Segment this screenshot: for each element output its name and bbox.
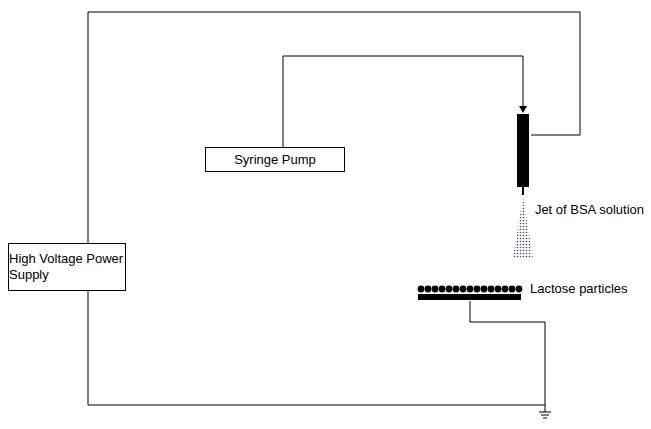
power-supply-box: High Voltage Power Supply [8,243,126,291]
particle [418,286,425,293]
particle [425,286,432,293]
wires [88,12,580,412]
particle [502,286,509,293]
needle [517,114,529,187]
particle [488,286,495,293]
box-text: High Voltage Power Supply [9,251,125,283]
ground-symbol [539,412,551,418]
particle [516,286,523,293]
high-voltage-wire [88,12,580,243]
collector-plate [418,294,521,300]
feed-line [283,56,523,147]
particle [432,286,439,293]
particle [453,286,460,293]
collector-wire [470,301,545,412]
arrowhead [519,106,527,113]
ground-wire [88,291,545,405]
particle [467,286,474,293]
particle [474,286,481,293]
needle-tip [522,187,524,195]
particle [460,286,467,293]
particle [509,286,516,293]
spray-jet [513,197,533,258]
particle [439,286,446,293]
label: Lactose particles [528,281,630,297]
box-text: Syringe Pump [234,152,316,168]
label: Jet of BSA solution [533,202,646,218]
lactose-particles [418,286,523,293]
pump-box: Syringe Pump [205,147,345,172]
particle [495,286,502,293]
particle [481,286,488,293]
particle [446,286,453,293]
